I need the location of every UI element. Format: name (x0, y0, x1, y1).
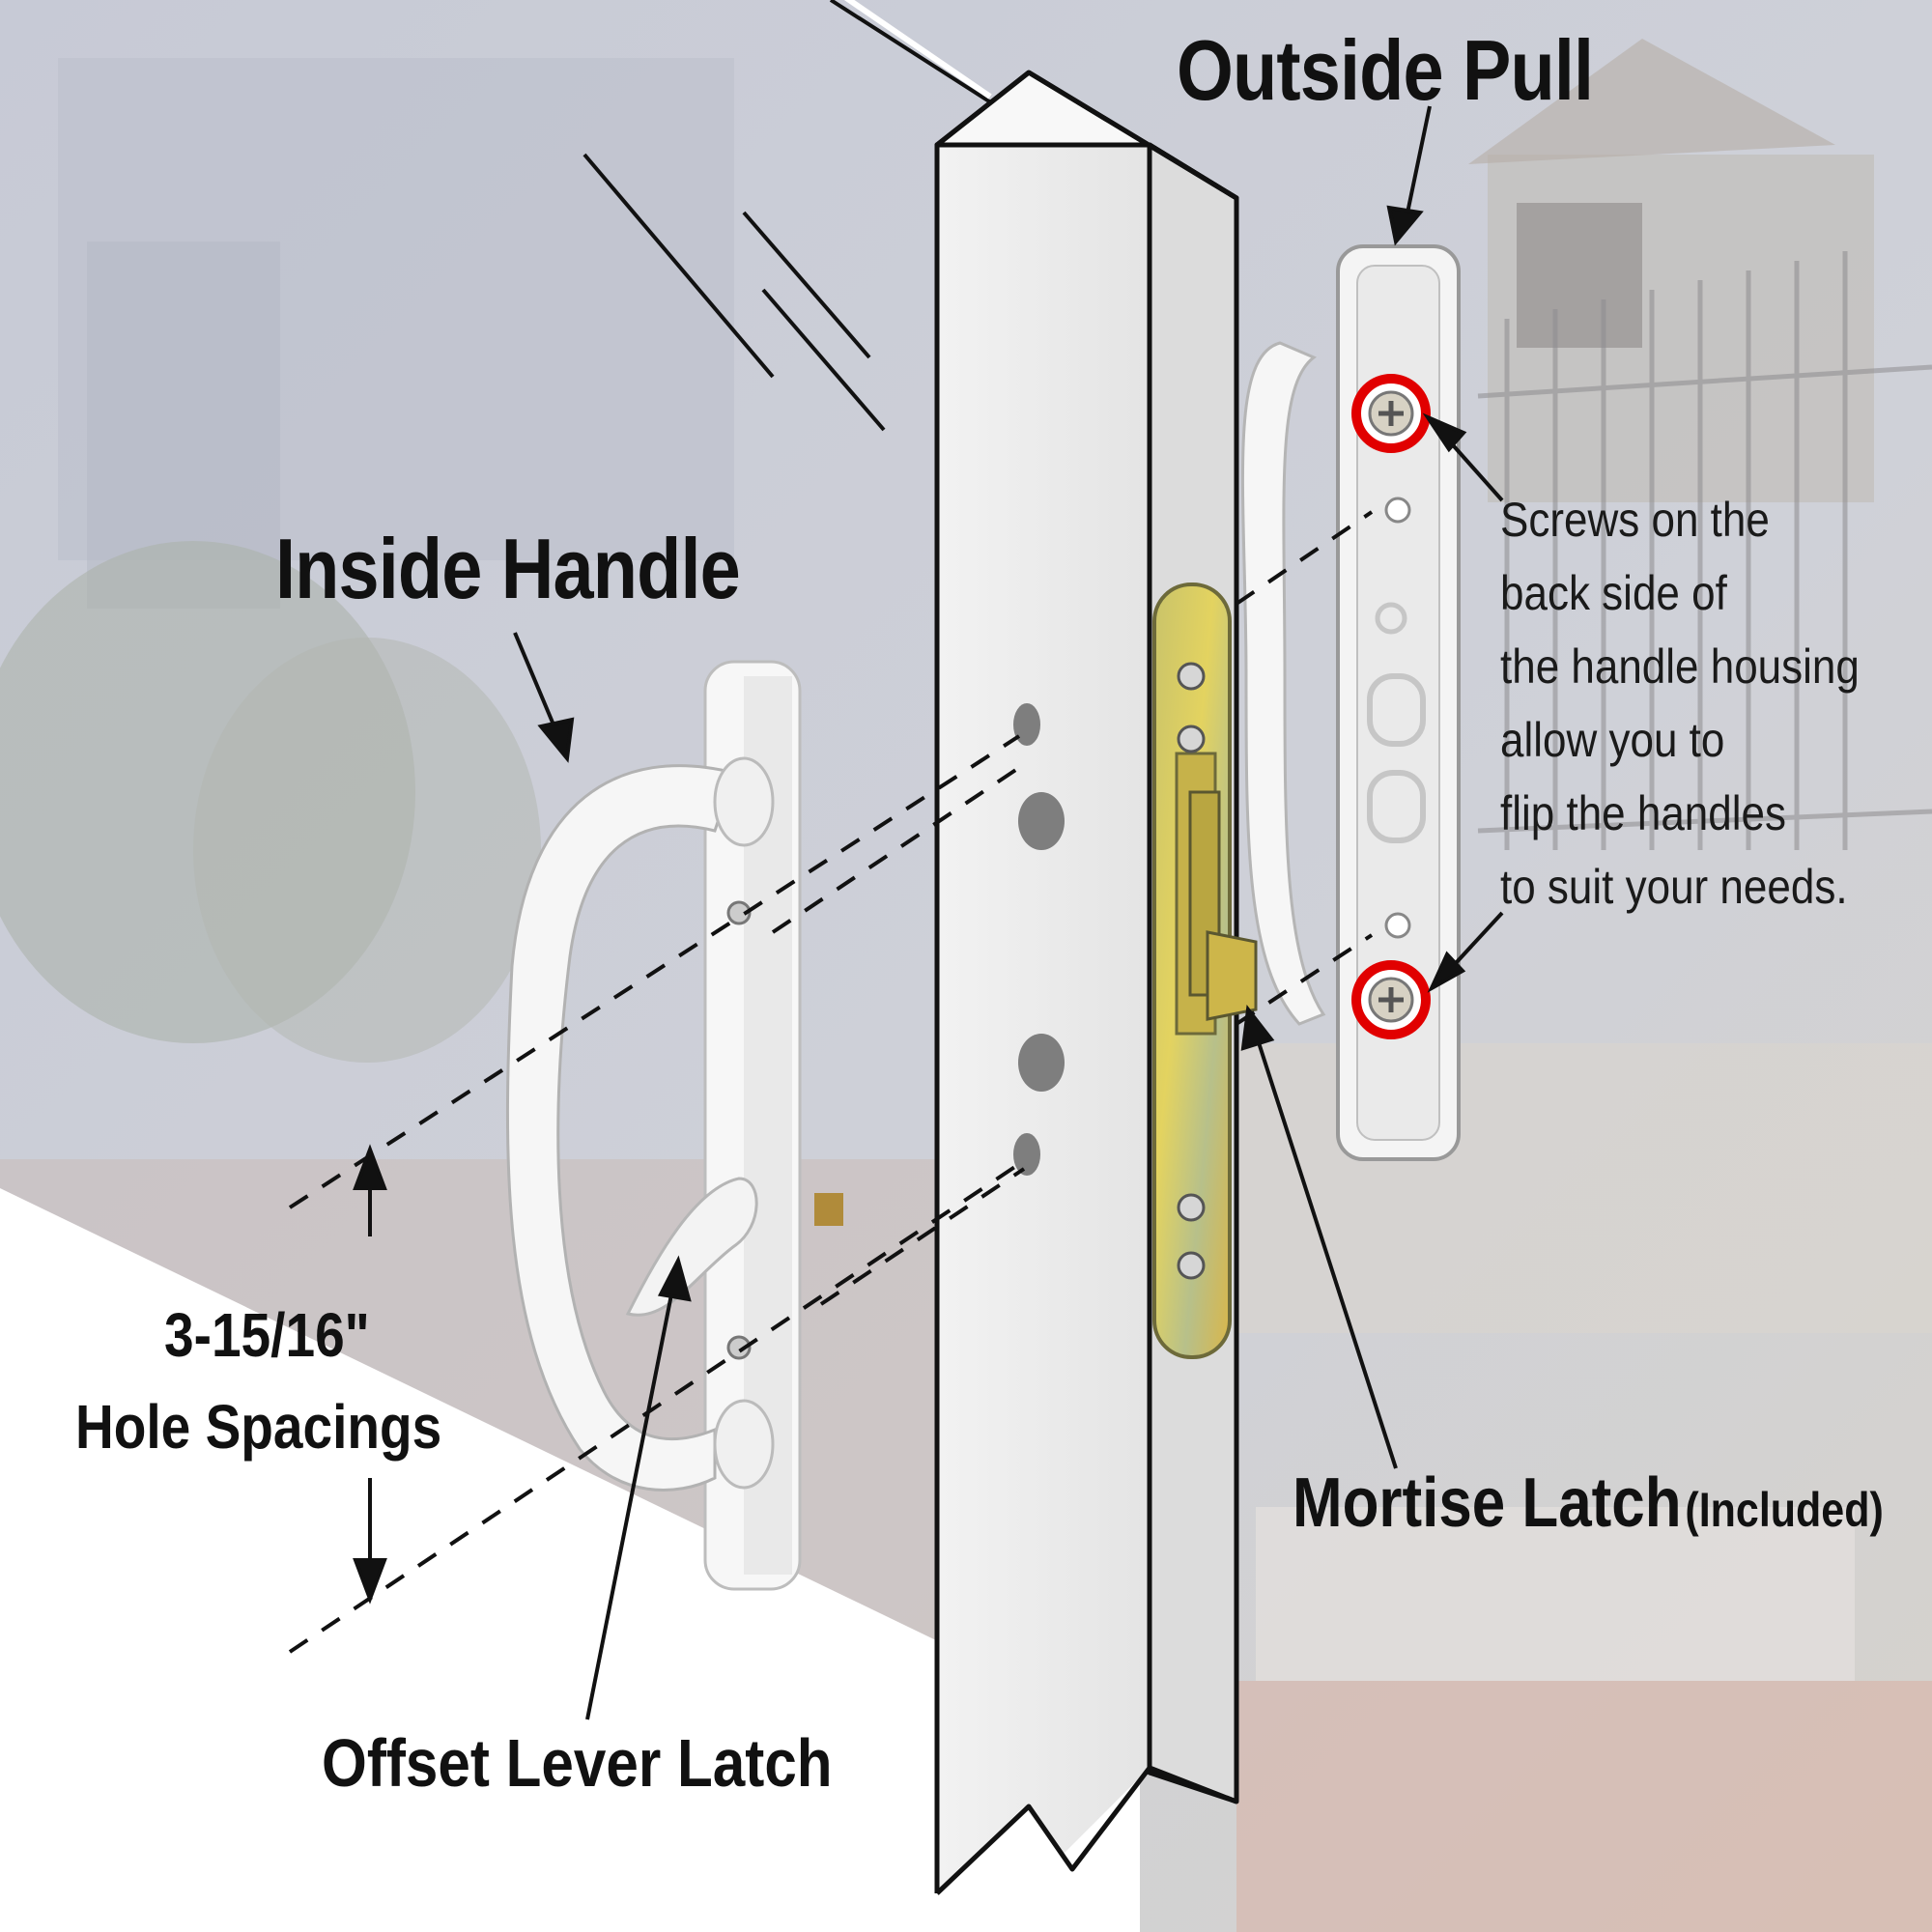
screws-note-line: the handle housing (1500, 639, 1860, 694)
screw-icon (1351, 960, 1431, 1039)
screws-note-line: flip the handles (1500, 786, 1786, 840)
frame-holes (1013, 703, 1065, 1176)
arrow-icon (353, 105, 1504, 1720)
hole-spacing-value: 3-15/16" (164, 1300, 370, 1370)
screws-note-line: Screws on the (1500, 493, 1770, 547)
mortise-latch-title: Mortise Latch (1293, 1464, 1682, 1542)
screw-icon (1177, 662, 1206, 1280)
outside-pull-label: Outside Pull (1177, 22, 1594, 118)
mortise-latch-note: (Included) (1685, 1483, 1884, 1537)
mortise-latch-label: Mortise Latch (Included) (1293, 1463, 1884, 1543)
hole-spacing-label: Hole Spacings (75, 1392, 442, 1462)
inside-handle (505, 660, 843, 1591)
offset-lever-latch-label: Offset Lever Latch (322, 1725, 833, 1801)
outside-pull-handle (1240, 244, 1461, 1161)
alignment-guides (288, 510, 1374, 1654)
screws-note-line: allow you to (1500, 713, 1725, 767)
screws-note-line: back side of (1500, 566, 1727, 620)
screws-note-line: to suit your needs. (1500, 860, 1848, 914)
door-frame (934, 70, 1239, 1895)
glass-reflection-lines (582, 0, 1002, 432)
screw-icon (1351, 374, 1431, 453)
screws-note: Screws on the back side of the handle ho… (1500, 483, 1860, 923)
mortise-latch (1152, 582, 1258, 1359)
inside-handle-label: Inside Handle (275, 521, 741, 616)
